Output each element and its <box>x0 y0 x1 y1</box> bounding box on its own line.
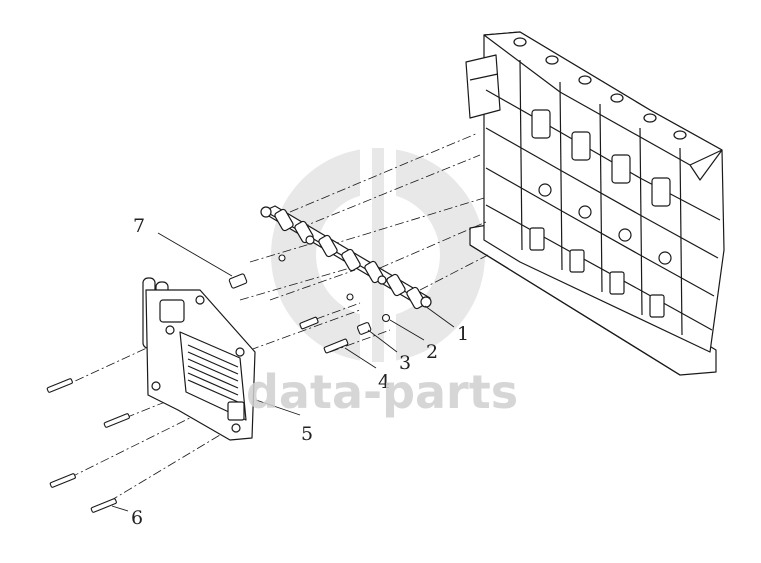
part-2-washer <box>381 313 391 323</box>
callout-7: 7 <box>133 215 145 237</box>
part-6-bolts <box>46 378 130 513</box>
watermark-logo <box>271 148 485 362</box>
small-parts <box>228 254 391 354</box>
watermark-text: data-parts <box>246 365 518 419</box>
engine-block <box>465 31 725 376</box>
part-3-sleeve <box>356 322 372 335</box>
callout-1: 1 <box>457 323 469 345</box>
callout-4: 4 <box>378 371 390 393</box>
assembly-lines <box>54 132 489 511</box>
part-4-bolts <box>299 293 354 354</box>
callout-5: 5 <box>301 423 313 445</box>
callout-labels: 7 1 2 3 4 5 6 <box>131 215 469 529</box>
fuel-rail-assembly <box>260 205 432 310</box>
callout-3: 3 <box>399 352 411 374</box>
callout-2: 2 <box>426 341 438 363</box>
ecu-control-module <box>142 277 256 441</box>
part-7-fitting <box>228 254 286 289</box>
leader-lines <box>111 232 455 512</box>
callout-6: 6 <box>131 507 143 529</box>
